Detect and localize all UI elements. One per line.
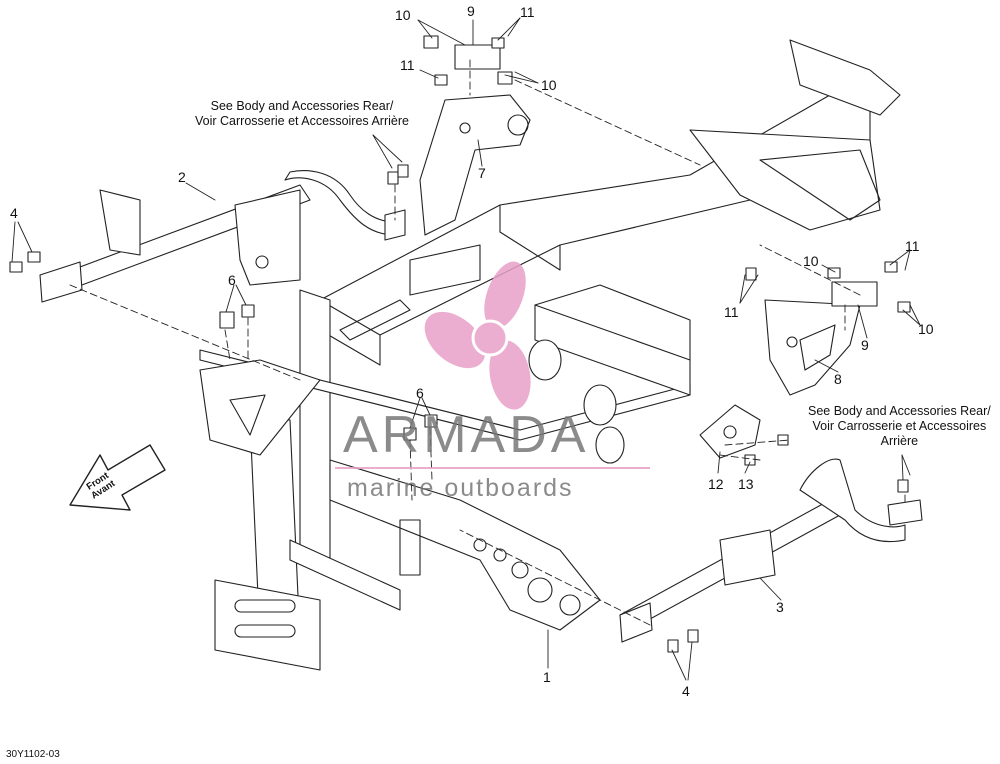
callout-6-left: 6 (228, 272, 236, 288)
front-arrow (69, 444, 166, 511)
reference-note-left-line2: Voir Carrosserie et Accessoires Arrière (195, 114, 409, 128)
callout-9-right: 9 (861, 337, 869, 353)
rear-support-part-3 (619, 458, 923, 643)
callout-11-topleft: 11 (400, 57, 415, 73)
rear-support-part-2 (39, 170, 406, 303)
callout-9-top: 9 (467, 3, 475, 19)
reference-note-right: See Body and Accessories Rear/ Voir Carr… (808, 404, 991, 449)
callout-10-right: 10 (803, 253, 819, 269)
callout-6-center: 6 (416, 385, 424, 401)
callout-11-top: 11 (520, 4, 535, 20)
watermark-logo (335, 261, 650, 469)
bracket-part-8 (764, 299, 861, 396)
callout-12: 12 (708, 476, 724, 492)
callout-13: 13 (738, 476, 754, 492)
mount-part-12 (699, 404, 761, 459)
callout-10-topright: 10 (541, 77, 557, 93)
reference-note-left-line1: See Body and Accessories Rear/ (210, 99, 394, 113)
callout-10-lowright: 10 (918, 321, 934, 337)
callout-11-lowright: 11 (724, 304, 739, 320)
reference-note-right-line2: Voir Carrosserie et Accessoires (812, 419, 987, 433)
callout-10-top: 10 (395, 7, 411, 23)
alignment-lines (69, 59, 906, 626)
callout-1: 1 (543, 669, 551, 685)
callout-8: 8 (834, 371, 842, 387)
plate-part-9-right (831, 281, 878, 307)
plate-part-9-top (454, 44, 501, 70)
drawing-code: 30Y1102-03 (6, 749, 60, 760)
callout-2: 2 (178, 169, 186, 185)
watermark-subtitle: marine outboards (347, 474, 574, 502)
callout-7: 7 (478, 165, 486, 181)
reference-note-right-line1: See Body and Accessories Rear/ (808, 404, 991, 418)
callout-4-bottom: 4 (682, 683, 690, 699)
callout-11-right: 11 (905, 238, 920, 254)
watermark-title: ARMADA (343, 406, 590, 464)
reference-note-right-line3: Arrière (880, 434, 919, 448)
callout-3: 3 (776, 599, 784, 615)
reference-note-left: See Body and Accessories Rear/ Voir Carr… (195, 99, 409, 129)
callout-leaders (11, 17, 921, 681)
bracket-part-7 (419, 94, 531, 236)
fasteners (9, 35, 911, 653)
main-frame-part-1 (199, 39, 901, 671)
callout-4-left: 4 (10, 205, 18, 221)
